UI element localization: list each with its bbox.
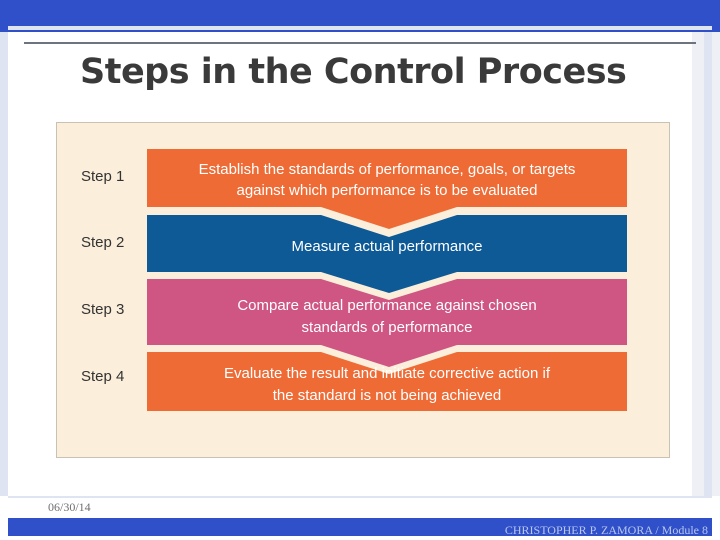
step1-box: [147, 149, 627, 229]
slide-title: Steps in the Control Process: [80, 52, 627, 92]
top-header-stripe: [8, 26, 712, 30]
steps-diagram: Establish the standards of performance, …: [147, 149, 627, 411]
step4-line-1: Evaluate the result and initiate correct…: [224, 365, 551, 382]
title-rule: [24, 42, 696, 44]
footer-bar: [0, 496, 720, 540]
step2-box: [147, 215, 627, 293]
step1-line-1: Establish the standards of performance, …: [199, 161, 576, 178]
step4-box: [147, 352, 627, 411]
step2-line-1: Measure actual performance: [292, 238, 483, 255]
top-header-bar: [0, 0, 720, 32]
step4-line-2: the standard is not being achieved: [273, 387, 502, 404]
step2-label: Step 2: [81, 234, 125, 251]
slide-footer-credit: CHRISTOPHER P. ZAMORA / Module 8: [504, 523, 708, 537]
footer-rule: [8, 496, 712, 498]
control-process-figure: Establish the standards of performance, …: [56, 122, 670, 458]
step1-label: Step 1: [81, 168, 125, 185]
left-border-rail: [0, 32, 8, 496]
right-border-rail: [692, 32, 720, 496]
step1-line-2: against which performance is to be evalu…: [236, 182, 537, 199]
step3-box: [147, 279, 627, 367]
step3-label: Step 3: [81, 301, 125, 318]
step4-label: Step 4: [81, 368, 125, 385]
step3-line-1: Compare actual performance against chose…: [237, 297, 536, 314]
footer-band: [8, 518, 712, 536]
slide-date: 06/30/14: [48, 500, 91, 514]
step3-line-2: standards of performance: [302, 319, 473, 336]
right-border-strip: [704, 32, 712, 496]
